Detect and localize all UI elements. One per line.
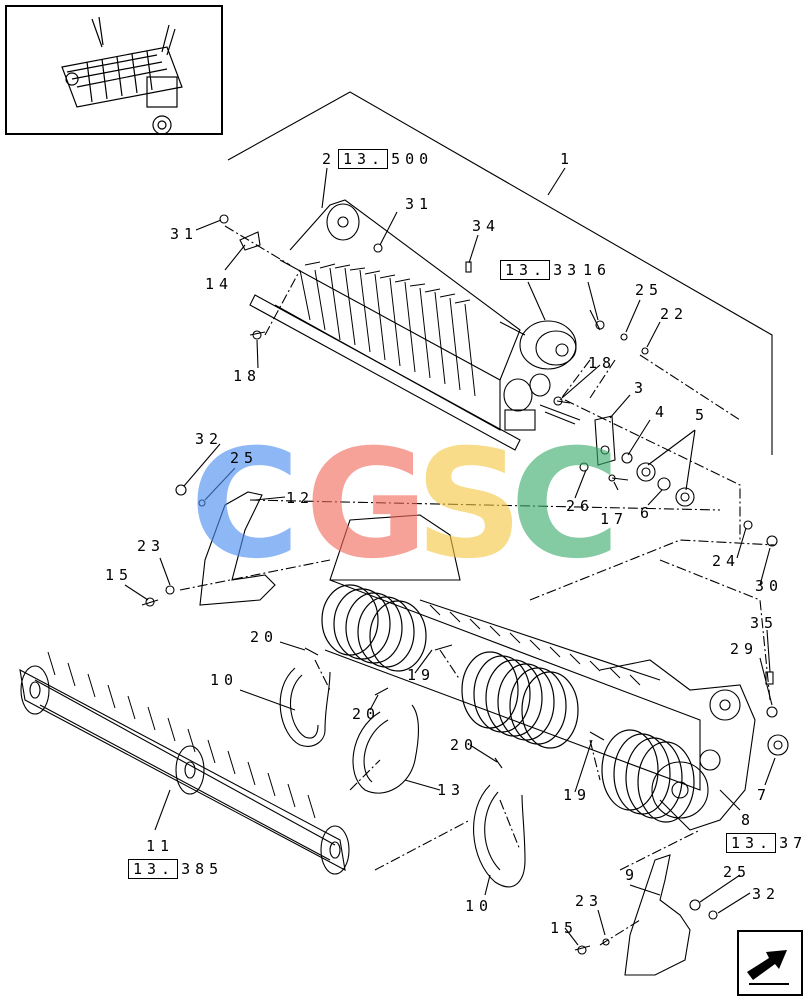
- callout-8: 8: [741, 811, 756, 829]
- callout-9: 9: [625, 866, 640, 884]
- callout-2: 2: [322, 150, 337, 168]
- callout-18: 18: [588, 354, 617, 372]
- callout-29: 29: [730, 640, 759, 658]
- section-ref-box: 13.: [726, 833, 777, 853]
- callout-32: 32: [752, 885, 781, 903]
- callout-3: 3: [634, 379, 649, 397]
- callout-19: 19: [563, 786, 592, 804]
- section-ref-box: 13.: [338, 149, 389, 169]
- callout-25: 25: [723, 863, 752, 881]
- callout-17: 17: [600, 510, 629, 528]
- callout-10: 10: [210, 671, 239, 689]
- watermark-letter-g: G: [305, 418, 429, 592]
- callout-7: 7: [757, 786, 772, 804]
- callout-20: 20: [352, 705, 381, 723]
- callout-24: 24: [712, 552, 741, 570]
- watermark-letter-s: S: [415, 418, 524, 592]
- callout-10: 10: [465, 897, 494, 915]
- callout-16: 16: [583, 261, 612, 279]
- machine-overview-inset: [5, 5, 223, 135]
- watermark-letter-c2: C: [510, 418, 621, 592]
- callout-20: 20: [250, 628, 279, 646]
- watermark-letter-c1: C: [190, 418, 301, 592]
- callout-34: 34: [472, 217, 501, 235]
- callout-15: 15: [105, 566, 134, 584]
- callout-30: 30: [755, 577, 784, 595]
- section-ref-13-385[interactable]: 13.385: [128, 859, 224, 879]
- callout-25: 25: [635, 281, 664, 299]
- callout-23: 23: [137, 537, 166, 555]
- callout-12: 12: [286, 489, 315, 507]
- section-ref-box: 13.: [500, 260, 551, 280]
- section-ref-tail: 500: [391, 150, 434, 168]
- section-ref-tail: 33: [553, 261, 582, 279]
- callout-26: 26: [566, 497, 595, 515]
- callout-25: 25: [230, 449, 259, 467]
- callout-13: 13: [437, 781, 466, 799]
- callout-11: 11: [146, 837, 175, 855]
- section-ref-13-33[interactable]: 13.33: [500, 260, 582, 280]
- section-ref-13-500[interactable]: 13.500: [338, 149, 434, 169]
- callout-14: 14: [205, 275, 234, 293]
- callout-18: 18: [233, 367, 262, 385]
- machine-overview-icon: [61, 16, 183, 135]
- callout-19: 19: [407, 666, 436, 684]
- section-ref-tail: 37: [779, 834, 808, 852]
- callout-15: 15: [550, 919, 579, 937]
- callout-31: 31: [170, 225, 199, 243]
- callout-6: 6: [640, 504, 655, 522]
- callout-1: 1: [560, 150, 575, 168]
- callout-32: 32: [195, 430, 224, 448]
- callout-20: 20: [450, 736, 479, 754]
- callout-23: 23: [575, 892, 604, 910]
- section-ref-tail: 385: [181, 860, 224, 878]
- callout-5: 5: [695, 406, 710, 424]
- callout-22: 22: [660, 305, 689, 323]
- next-page-button[interactable]: [737, 930, 803, 996]
- section-ref-box: 13.: [128, 859, 179, 879]
- callout-35: 35: [750, 614, 779, 632]
- section-ref-13-37[interactable]: 13.37: [726, 833, 808, 853]
- callout-31: 31: [405, 195, 434, 213]
- callout-4: 4: [655, 403, 670, 421]
- next-page-arrow-icon: [747, 950, 789, 985]
